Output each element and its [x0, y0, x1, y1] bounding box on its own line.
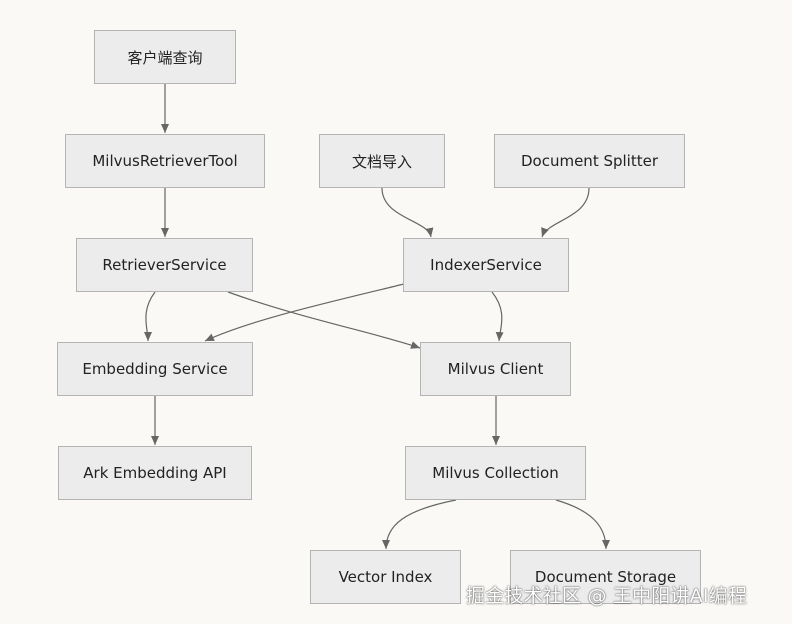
- edge-splitter-to-indexer-service: [541, 187, 590, 238]
- watermark-text: 掘金技术社区 @ 王中阳讲AI编程: [466, 585, 748, 607]
- node-retriever-service: RetrieverService: [76, 238, 253, 292]
- edge-doc-import-to-indexer-service: [381, 187, 434, 238]
- node-embedding-service: Embedding Service: [57, 342, 253, 396]
- node-vector-index: Vector Index: [310, 550, 461, 604]
- node-milvus-collection: Milvus Collection: [405, 446, 586, 500]
- edge-collection-to-vector-index: [382, 499, 457, 550]
- edge-retriever-service-to-embedding-service: [143, 291, 156, 342]
- node-client-query: 客户端查询: [94, 30, 236, 84]
- node-document-splitter: Document Splitter: [494, 134, 685, 188]
- node-milvus-retriever-tool: MilvusRetrieverTool: [65, 134, 265, 188]
- node-document-storage: Document Storage: [510, 550, 701, 604]
- node-ark-embedding-api: Ark Embedding API: [58, 446, 252, 500]
- node-doc-import: 文档导入: [319, 134, 445, 188]
- edge-collection-to-document-storage: [555, 499, 610, 550]
- node-indexer-service: IndexerService: [403, 238, 569, 292]
- edge-indexer-service-to-embedding-service: [204, 283, 405, 342]
- edge-indexer-service-to-milvus-client: [491, 291, 504, 342]
- edge-retriever-service-to-milvus-client: [227, 291, 421, 349]
- node-milvus-client: Milvus Client: [420, 342, 571, 396]
